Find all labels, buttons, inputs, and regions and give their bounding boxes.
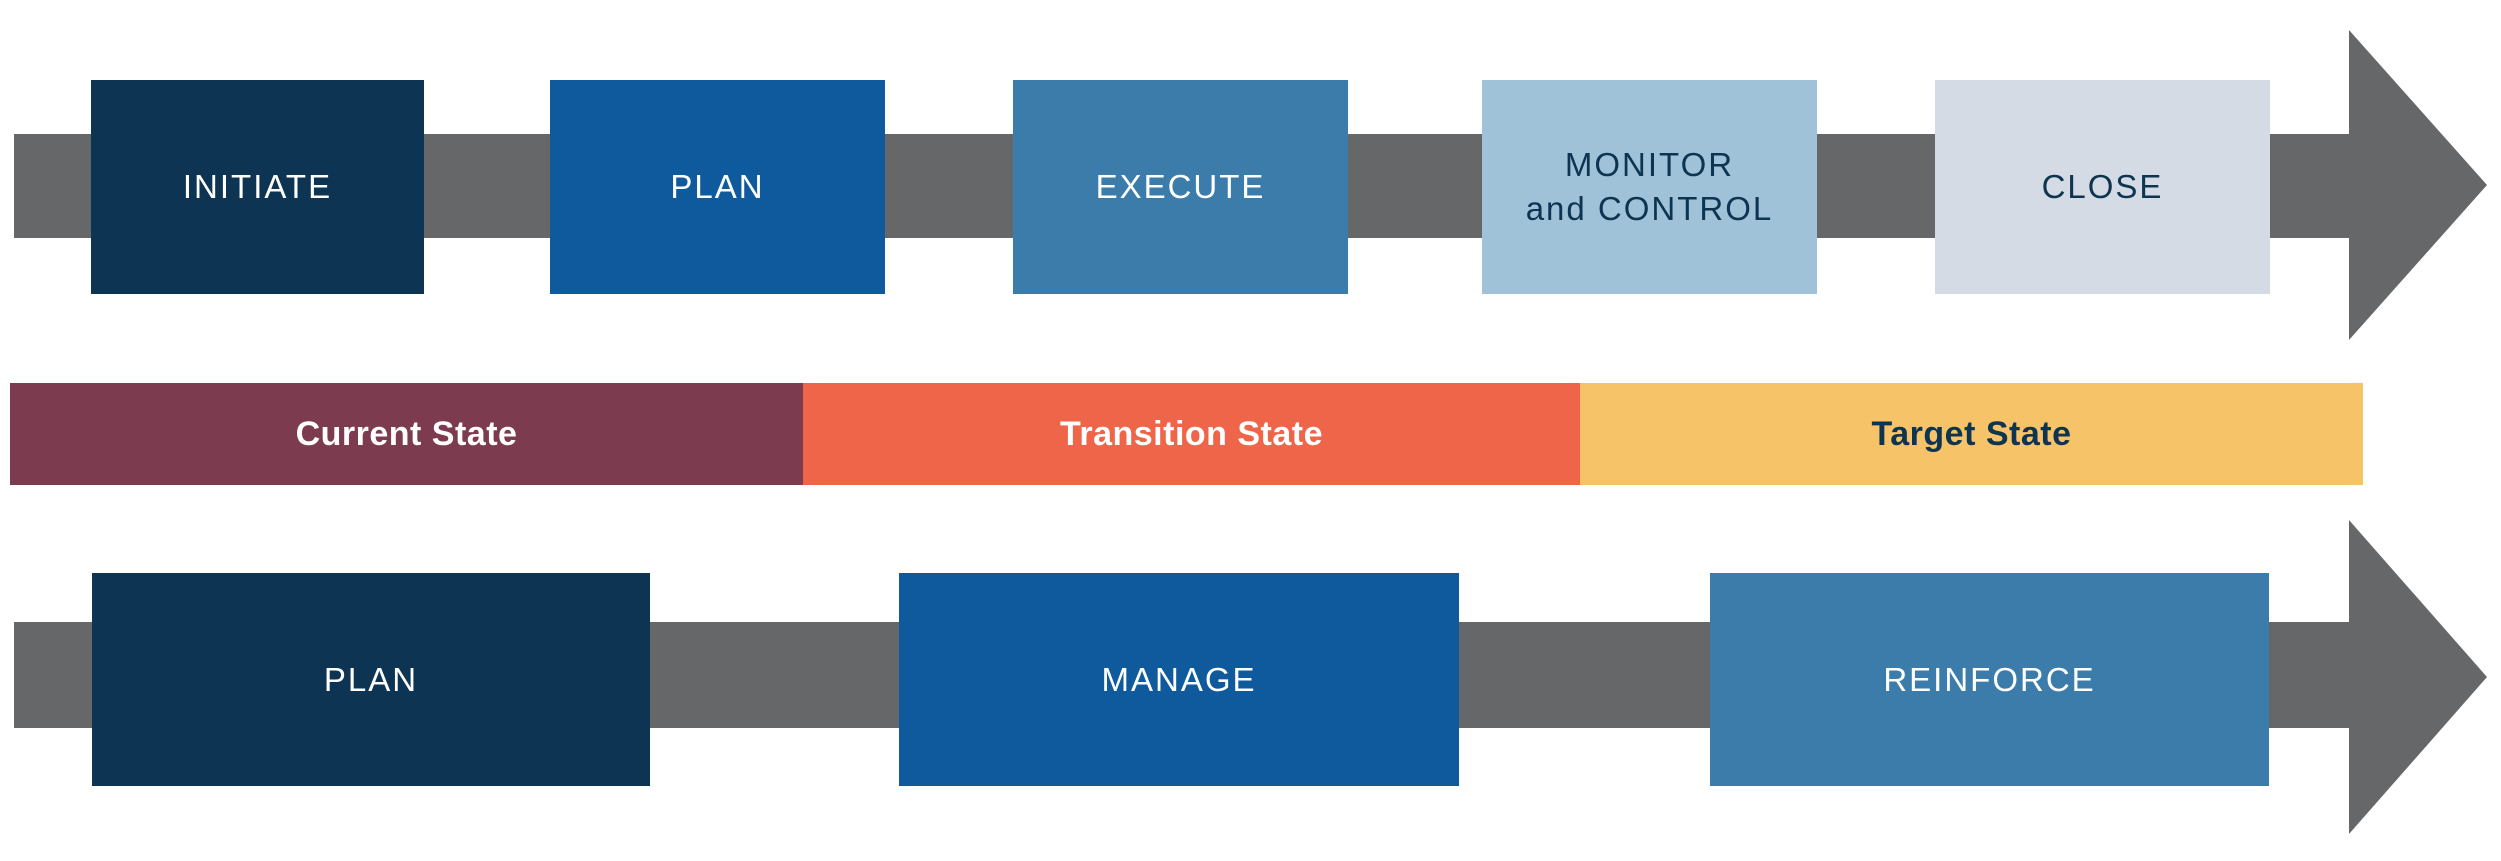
band-label-target-state: Target State xyxy=(1871,414,2072,453)
stage-box-execute: EXECUTE xyxy=(1013,80,1348,294)
band-label-current-state: Current State xyxy=(295,414,518,453)
stage-label-monitor-line2: and CONTROL xyxy=(1525,190,1774,227)
stage-box-close: CLOSE xyxy=(1935,80,2270,294)
stage-box-initiate: INITIATE xyxy=(91,80,424,294)
band-segment-target-state: Target State xyxy=(1580,383,2363,485)
top-right-arrowhead-icon xyxy=(2349,30,2487,340)
stage-label-execute: EXECUTE xyxy=(1095,168,1266,205)
band-segment-current-state: Current State xyxy=(10,383,803,485)
stage-box-plan: PLAN xyxy=(550,80,885,294)
stage-box-manage: MANAGE xyxy=(899,573,1459,786)
stage-box-reinforce: REINFORCE xyxy=(1710,573,2269,786)
stage-label-monitor-line1: MONITOR xyxy=(1564,146,1735,183)
stage-label-plan-bottom: PLAN xyxy=(323,660,419,698)
stage-label-initiate: INITIATE xyxy=(182,168,333,205)
band-label-transition-state: Transition State xyxy=(1059,414,1324,453)
stage-label-manage: MANAGE xyxy=(1101,660,1257,698)
bottom-right-arrowhead-icon xyxy=(2349,520,2487,834)
stage-label-plan: PLAN xyxy=(670,168,765,205)
stage-label-reinforce: REINFORCE xyxy=(1883,660,2096,698)
band-segment-transition-state: Transition State xyxy=(803,383,1580,485)
stage-label-close: CLOSE xyxy=(2041,168,2164,205)
stage-box-monitor-and-control: MONITOR and CONTROL xyxy=(1482,80,1817,294)
stage-box-plan-bottom: PLAN xyxy=(92,573,650,786)
